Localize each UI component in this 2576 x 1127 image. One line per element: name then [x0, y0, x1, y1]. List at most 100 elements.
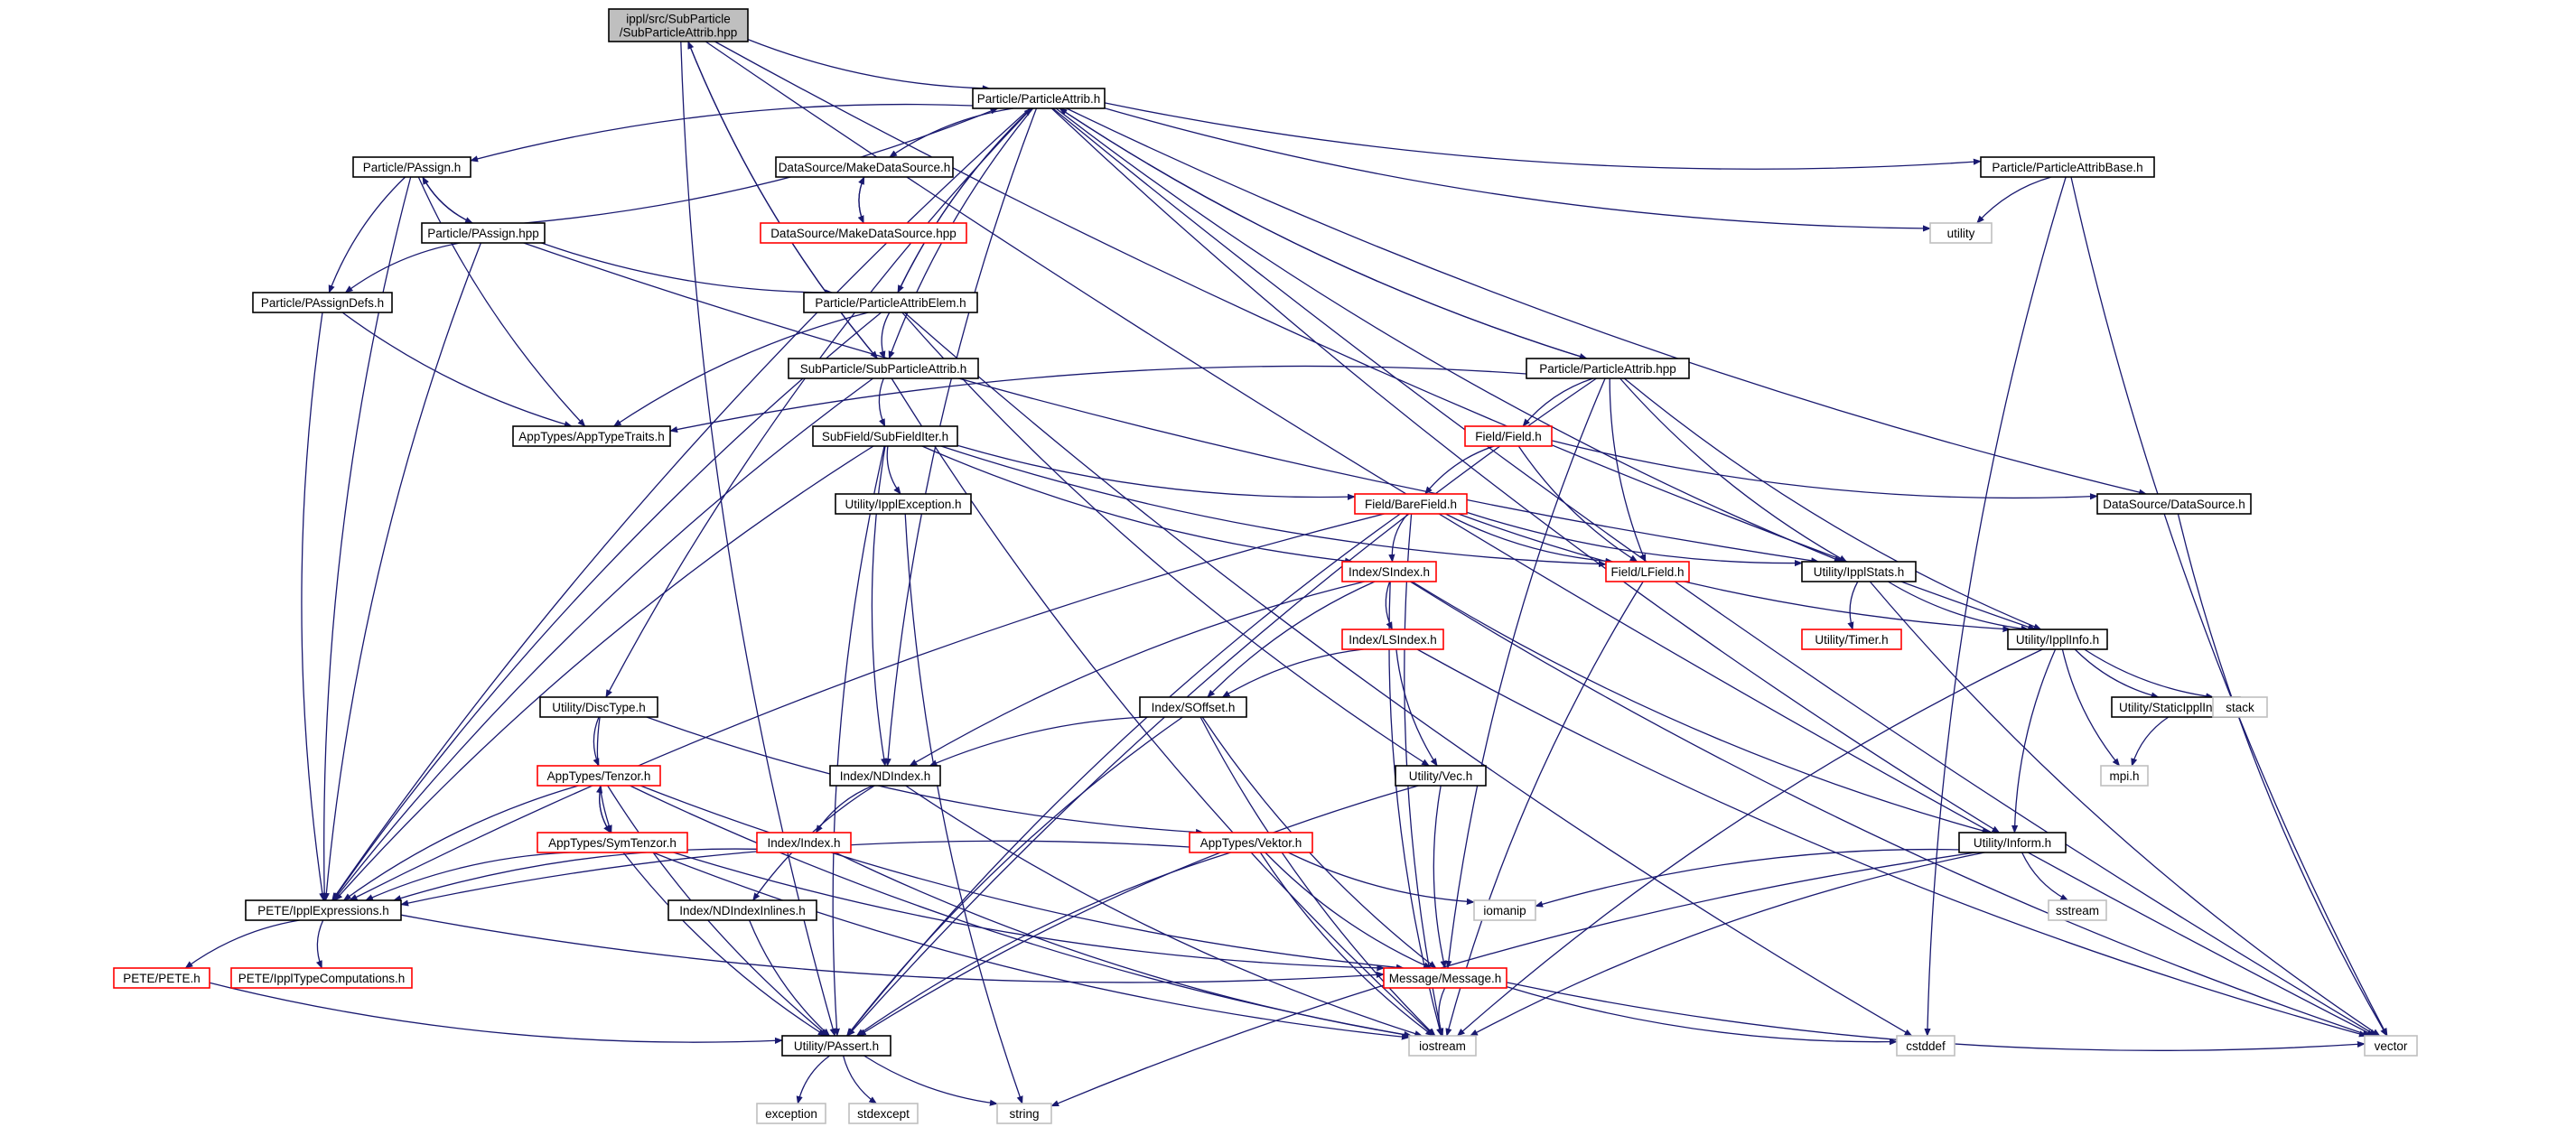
- node-string[interactable]: string: [996, 1103, 1052, 1124]
- node-box: [1801, 561, 1917, 582]
- node-lsindex[interactable]: Index/LSIndex.h: [1341, 629, 1444, 650]
- edge-pattribelem-to-vec: [901, 312, 1430, 767]
- edge-vec-to-message: [1433, 785, 1447, 969]
- edge-sindex-to-soffset: [1207, 581, 1376, 698]
- node-soffset[interactable]: Index/SOffset.h: [1139, 696, 1247, 718]
- node-stack[interactable]: stack: [2212, 696, 2268, 718]
- node-iomanip[interactable]: iomanip: [1473, 899, 1536, 921]
- node-label: cstddef: [1906, 1039, 1946, 1053]
- node-cstddef[interactable]: cstddef: [1896, 1035, 1955, 1057]
- node-sstream[interactable]: sstream: [2048, 899, 2107, 921]
- edge-pattrib_hpp-to-message: [1445, 377, 1606, 969]
- node-tensor[interactable]: AppTypes/Tenzor.h: [537, 765, 661, 787]
- node-label: Index/Index.h: [767, 836, 840, 850]
- node-label: SubField/SubFieldIter.h: [822, 430, 948, 443]
- node-label: mpi.h: [2109, 769, 2139, 783]
- edge-root-to-passert: [680, 41, 836, 1037]
- node-stdexcept[interactable]: stdexcept: [848, 1103, 919, 1124]
- node-field_h[interactable]: Field/Field.h: [1464, 425, 1553, 447]
- node-pattribbase[interactable]: Particle/ParticleAttribBase.h: [1980, 156, 2155, 178]
- node-box: [2364, 1035, 2418, 1057]
- edge-sindex-to-inform: [1411, 581, 1991, 834]
- node-ipplexception[interactable]: Utility/IpplException.h: [835, 493, 972, 515]
- node-vector[interactable]: vector: [2364, 1035, 2418, 1057]
- node-mpi[interactable]: mpi.h: [2100, 765, 2149, 787]
- node-box: [756, 832, 852, 853]
- node-datasource[interactable]: DataSource/DataSource.h: [2096, 493, 2252, 515]
- node-box: [1189, 832, 1313, 853]
- edge-vec-to-passert: [857, 785, 1419, 1037]
- node-pete[interactable]: PETE/PETE.h: [113, 967, 210, 989]
- node-ndindexinl[interactable]: Index/NDIndexInlines.h: [667, 899, 817, 921]
- node-label: Field/LField.h: [1610, 565, 1684, 579]
- edge-lsindex-to-vector: [1416, 648, 2367, 1038]
- node-passert[interactable]: Utility/PAssert.h: [781, 1035, 891, 1057]
- node-barefield[interactable]: Field/BareField.h: [1354, 493, 1468, 515]
- node-subpattrib_h[interactable]: SubParticle/SubParticleAttrib.h: [788, 358, 979, 379]
- node-disctype[interactable]: Utility/DiscType.h: [539, 696, 658, 718]
- node-timer[interactable]: Utility/Timer.h: [1801, 629, 1902, 650]
- node-apptypetraits[interactable]: AppTypes/AppTypeTraits.h: [512, 425, 671, 447]
- node-subfielditer[interactable]: SubField/SubFieldIter.h: [812, 425, 958, 447]
- edge-passign_hpp-to-ipplexpr: [322, 242, 482, 901]
- node-pattribelem[interactable]: Particle/ParticleAttribElem.h: [803, 292, 978, 313]
- edge-pattrib_h-to-ipplexpr: [331, 107, 1031, 901]
- node-box: [608, 8, 749, 42]
- node-label: Message/Message.h: [1389, 972, 1502, 985]
- node-passign_h[interactable]: Particle/PAssign.h: [352, 156, 471, 178]
- edge-passert-to-stdexcept: [842, 1055, 878, 1104]
- edge-passigndefs-to-apptypetraits: [341, 312, 573, 428]
- node-label: Particle/PAssign.hpp: [427, 227, 539, 240]
- node-vec[interactable]: Utility/Vec.h: [1395, 765, 1487, 787]
- edge-vektor-to-passert: [855, 852, 1231, 1037]
- node-ipplexpr[interactable]: PETE/IpplExpressions.h: [245, 899, 402, 921]
- edge-sindex-to-vector: [1409, 581, 2371, 1037]
- node-label: sstream: [2056, 904, 2099, 917]
- node-staticipplinfo[interactable]: Utility/StaticIpplInfo.h: [2111, 696, 2241, 718]
- node-box: [1801, 629, 1902, 650]
- edge-pattrib_hpp-to-ipplinfo: [1623, 377, 2042, 630]
- node-label: AppTypes/Vektor.h: [1200, 836, 1302, 850]
- node-box: [352, 156, 471, 178]
- node-ippltypecomp[interactable]: PETE/IpplTypeComputations.h: [230, 967, 413, 989]
- node-sindex[interactable]: Index/SIndex.h: [1341, 561, 1437, 582]
- node-iostream[interactable]: iostream: [1408, 1035, 1477, 1057]
- edge-pattrib_hpp-to-passert: [846, 377, 1597, 1037]
- node-label: vector: [2375, 1039, 2408, 1053]
- edge-pattrib_h-to-inform: [1050, 107, 2001, 834]
- node-passign_hpp[interactable]: Particle/PAssign.hpp: [421, 222, 546, 244]
- node-lfield[interactable]: Field/LField.h: [1605, 561, 1690, 582]
- node-label: Utility/Timer.h: [1815, 633, 1888, 647]
- edge-tensor-to-ipplexpr: [342, 785, 579, 901]
- node-label: stdexcept: [857, 1107, 910, 1121]
- node-label: PETE/PETE.h: [123, 972, 201, 985]
- node-box: [1473, 899, 1536, 921]
- node-ndindex[interactable]: Index/NDIndex.h: [829, 765, 941, 787]
- node-vektor[interactable]: AppTypes/Vektor.h: [1189, 832, 1313, 853]
- node-inform[interactable]: Utility/Inform.h: [1958, 832, 2067, 853]
- edge-pattribelem-to-ipplexpr: [331, 312, 882, 901]
- node-ipplstats[interactable]: Utility/IpplStats.h: [1801, 561, 1917, 582]
- node-message[interactable]: Message/Message.h: [1383, 967, 1507, 989]
- node-index_h[interactable]: Index/Index.h: [756, 832, 852, 853]
- node-makeds_h[interactable]: DataSource/MakeDataSource.h: [775, 156, 954, 178]
- node-box: [1896, 1035, 1955, 1057]
- node-pattrib_hpp[interactable]: Particle/ParticleAttrib.hpp: [1526, 358, 1690, 379]
- node-pattrib_h[interactable]: Particle/ParticleAttrib.h: [972, 88, 1106, 109]
- node-exception[interactable]: exception: [756, 1103, 826, 1124]
- node-ipplinfo[interactable]: Utility/IpplInfo.h: [2007, 629, 2108, 650]
- node-box: [972, 88, 1106, 109]
- edge-staticipplinfo-to-mpi: [2131, 716, 2170, 767]
- edge-passign_hpp-to-passign_h: [422, 176, 473, 224]
- edge-barefield-to-lfield: [1445, 513, 1614, 564]
- edge-subfielditer-to-ipplexpr: [334, 445, 874, 901]
- node-makeds_hpp[interactable]: DataSource/MakeDataSource.hpp: [760, 222, 967, 244]
- node-label: SubParticle/SubParticleAttrib.h: [800, 362, 967, 376]
- node-label: Utility/PAssert.h: [794, 1039, 879, 1053]
- edge-subpattrib_h-to-iostream: [891, 377, 1435, 1037]
- node-symtensor[interactable]: AppTypes/SymTenzor.h: [537, 832, 688, 853]
- edge-pattrib_h-to-vector: [1052, 107, 2378, 1037]
- node-utility[interactable]: utility: [1929, 222, 1993, 244]
- node-passigndefs[interactable]: Particle/PAssignDefs.h: [252, 292, 393, 313]
- edge-pattrib_hpp-to-lfield: [1609, 377, 1647, 563]
